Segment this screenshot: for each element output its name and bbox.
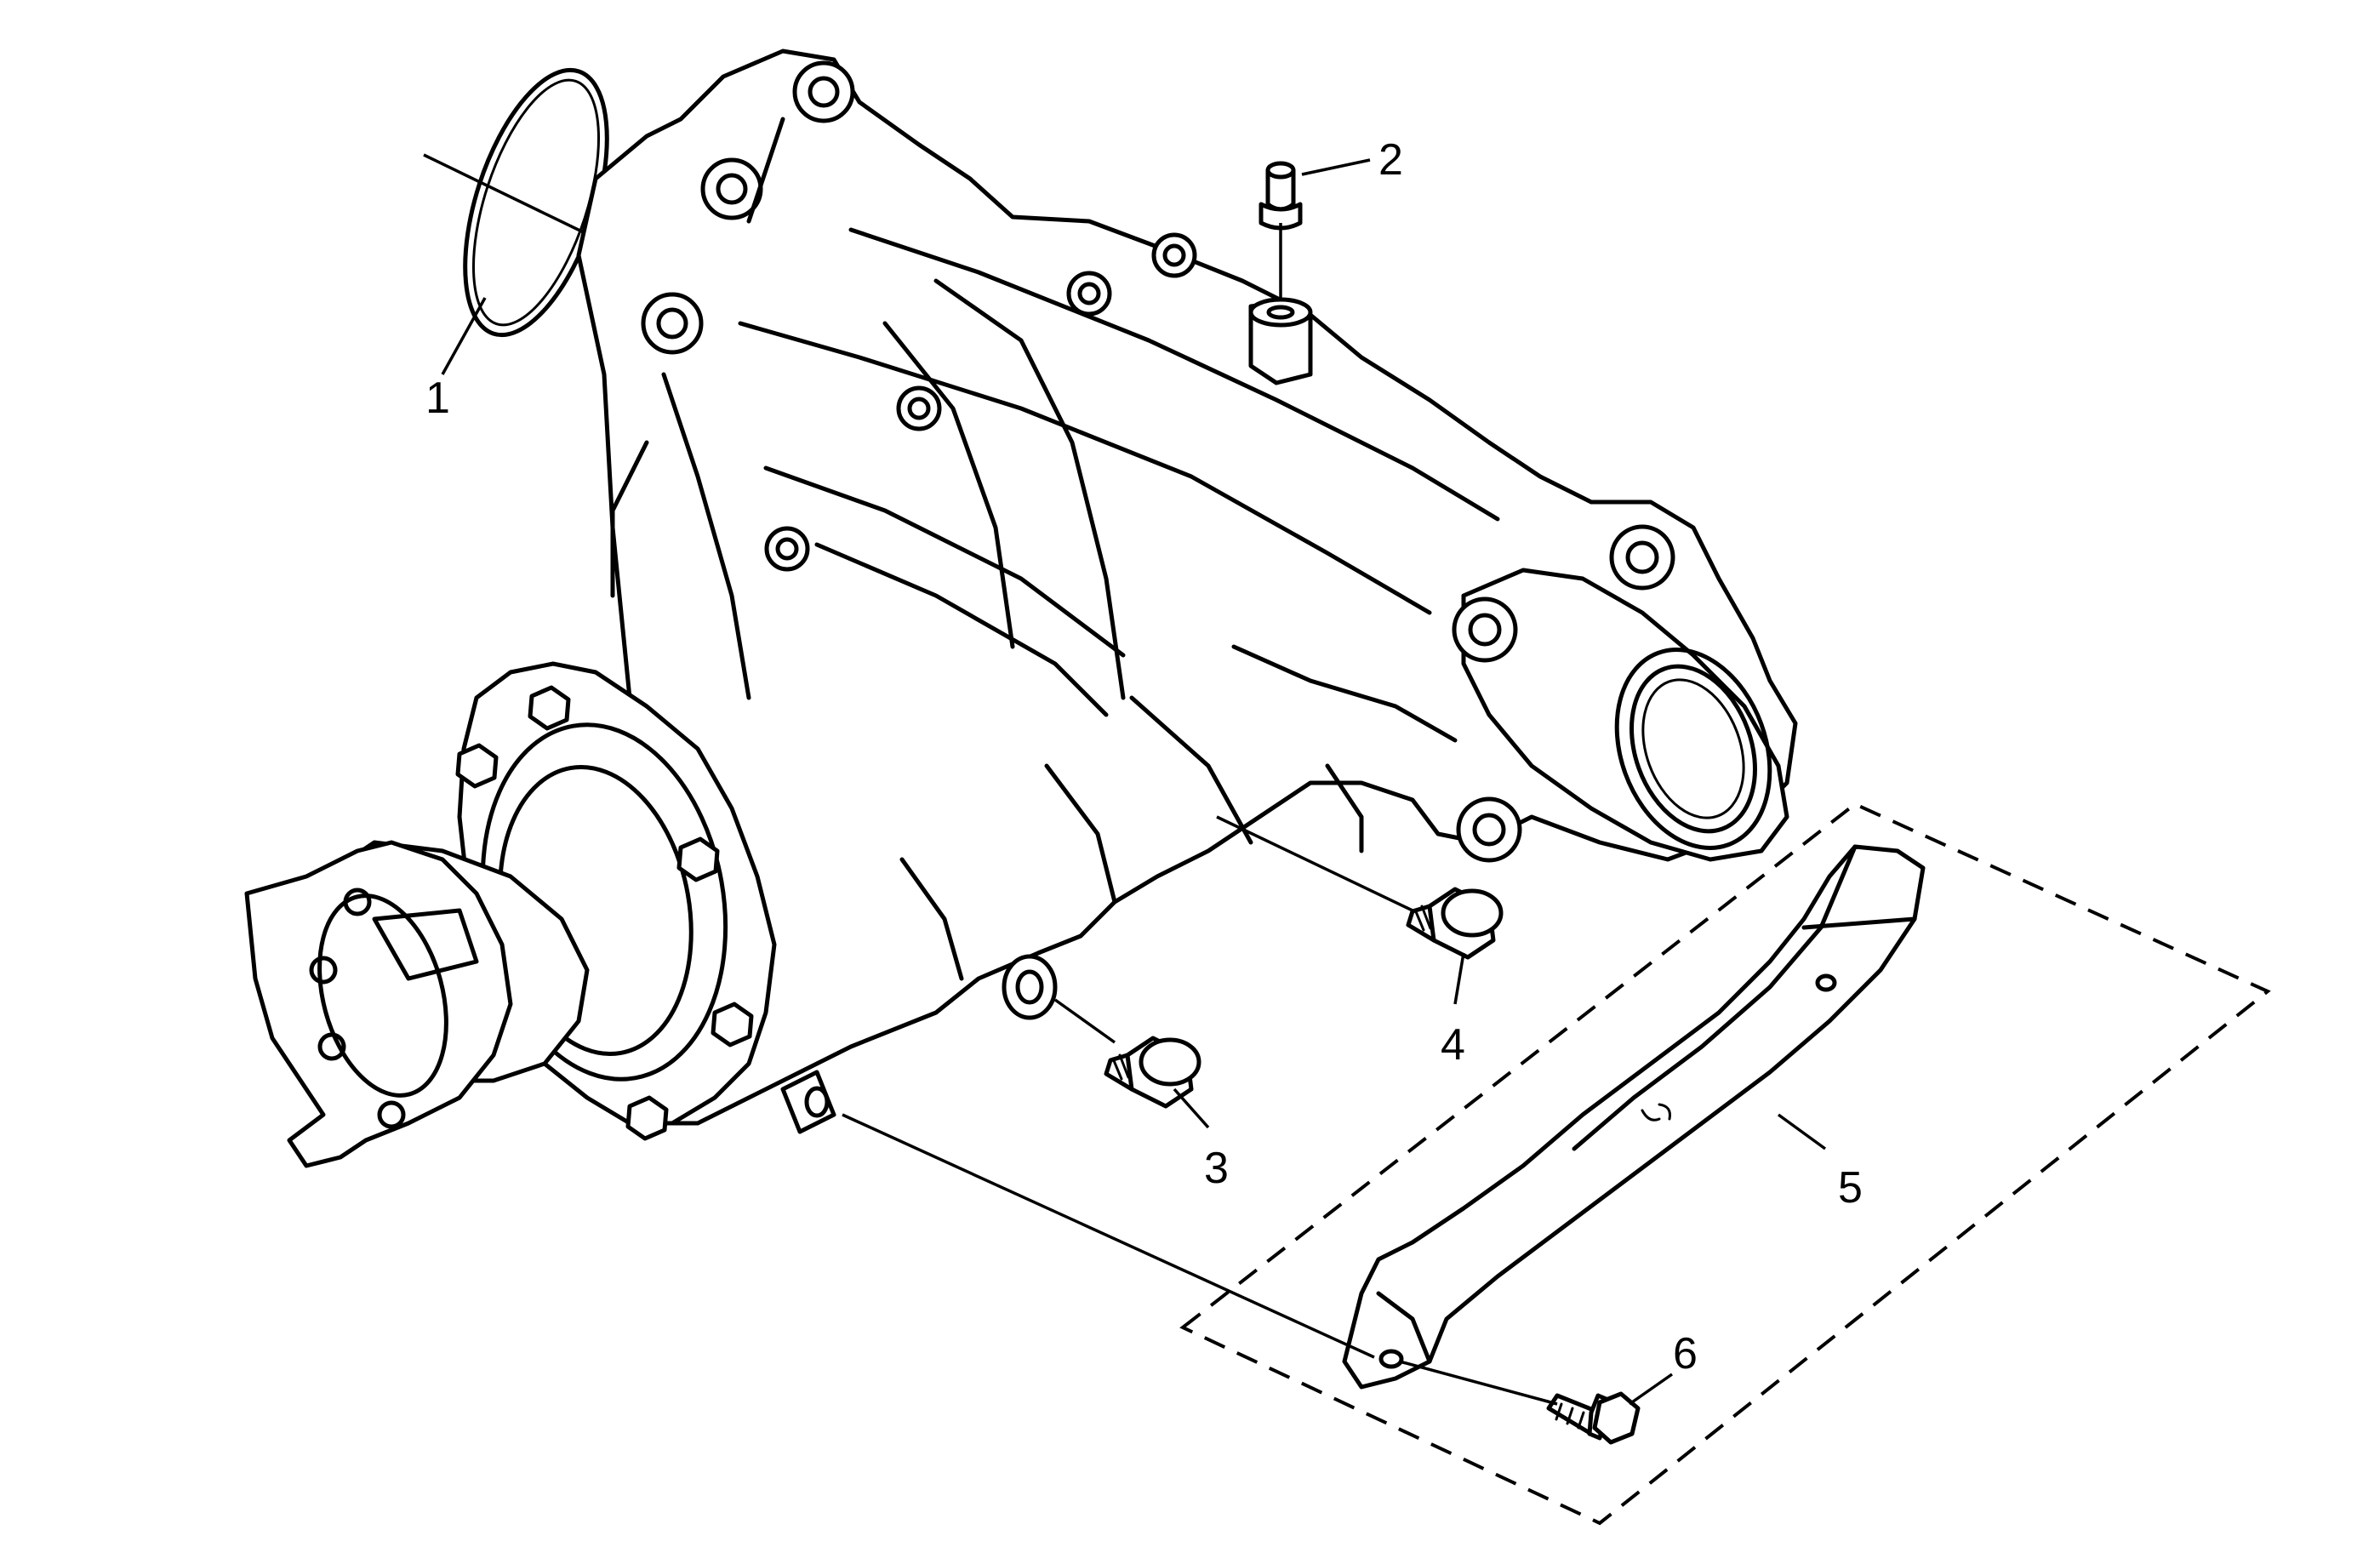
- heat-shield-assembly-boundary: [1179, 802, 2271, 1526]
- callout-3: 3: [1204, 1144, 1229, 1193]
- vent-fitting: [1258, 158, 1371, 298]
- mounting-bosses: [641, 60, 1675, 863]
- heat-shield-bolt: [1399, 1360, 1674, 1445]
- flange-bolt-heads: [455, 685, 754, 1141]
- callout-4: 4: [1441, 1020, 1465, 1070]
- drain-plug: [1053, 998, 1210, 1129]
- callout-2: 2: [1378, 135, 1403, 185]
- callout-5: 5: [1838, 1163, 1863, 1213]
- callout-1-leader: [441, 297, 487, 375]
- heat-shield: [842, 844, 1926, 1390]
- callout-1: 1: [425, 374, 450, 423]
- transfer-case-housing: [244, 49, 1798, 1168]
- fill-plug: [1216, 815, 1504, 1005]
- housing-ribs: [610, 117, 1500, 981]
- callout-6: 6: [1673, 1329, 1698, 1378]
